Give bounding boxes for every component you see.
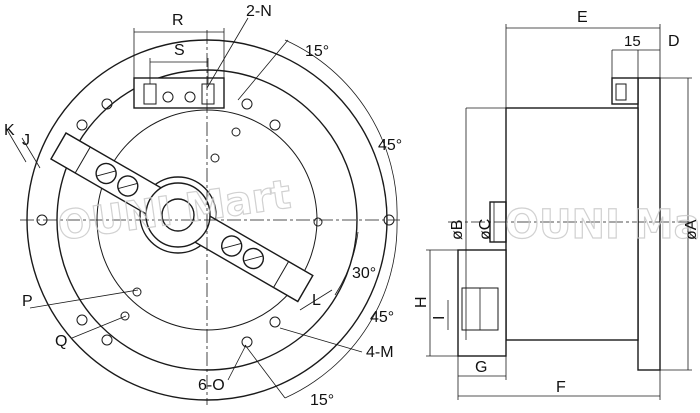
arc-45-bottom xyxy=(284,219,398,399)
hub-bore xyxy=(161,198,195,232)
jaw-screw-3 xyxy=(220,235,243,257)
screw-slot-3 xyxy=(222,243,242,249)
side-bracket-bolt xyxy=(615,83,627,101)
label-a: øA xyxy=(683,219,700,240)
side-view: OUNI Mart xyxy=(426,24,700,400)
side-body xyxy=(505,107,639,341)
screw-slot-2 xyxy=(118,183,138,189)
label-j: J xyxy=(22,132,30,149)
l-dim xyxy=(299,289,333,311)
label-h: H xyxy=(413,296,430,308)
label-d: D xyxy=(668,33,680,50)
ray-15-bottom xyxy=(244,344,286,399)
label-m: 4-M xyxy=(366,344,394,361)
p-leader xyxy=(29,289,139,309)
m-leader xyxy=(279,327,363,353)
j-dim xyxy=(21,137,41,169)
label-k: K xyxy=(4,122,15,139)
hub-circle xyxy=(139,176,217,254)
q-leader xyxy=(71,315,127,339)
label-r: R xyxy=(172,12,184,29)
arc-30 xyxy=(334,231,359,296)
label-n: 2-N xyxy=(246,3,272,20)
label-s: S xyxy=(174,42,185,59)
jaw-screw-4 xyxy=(242,247,265,270)
label-15-bottom: 15° xyxy=(310,392,334,409)
o-leader xyxy=(227,344,247,381)
watermark-side: OUNI Mart xyxy=(505,202,700,248)
jaw-screw-2 xyxy=(117,175,139,197)
label-b: øB xyxy=(449,220,466,240)
label-g: G xyxy=(475,359,487,376)
arc-45-top xyxy=(284,39,398,221)
side-jaw-housing xyxy=(457,249,507,357)
label-30: 30° xyxy=(352,265,376,282)
k-dim xyxy=(5,127,27,163)
label-l: L xyxy=(312,292,321,309)
n-leader xyxy=(206,17,249,89)
label-o: 6-O xyxy=(198,377,225,394)
label-c: øC xyxy=(477,219,494,240)
ray-15-top xyxy=(237,39,289,101)
label-e: E xyxy=(577,9,588,26)
label-15: 15 xyxy=(624,33,641,50)
label-f: F xyxy=(556,379,566,396)
label-i: I xyxy=(431,316,448,320)
top-bracket xyxy=(133,77,225,109)
jaw-screw-1 xyxy=(95,162,117,185)
jaw-end-right xyxy=(272,260,314,303)
hub-cover xyxy=(145,182,211,248)
bracket-hole-right xyxy=(184,91,196,103)
jaw-end-left xyxy=(50,132,91,174)
label-45-top: 45° xyxy=(378,137,402,154)
label-45-bottom: 45° xyxy=(370,309,394,326)
label-p: P xyxy=(22,293,33,310)
label-q: Q xyxy=(55,333,67,350)
screw-slot-1 xyxy=(96,170,116,177)
screw-slot-4 xyxy=(243,255,264,262)
label-15-top: 15° xyxy=(305,43,329,60)
bracket-hole-left xyxy=(162,91,174,103)
inner-holes xyxy=(120,127,323,321)
